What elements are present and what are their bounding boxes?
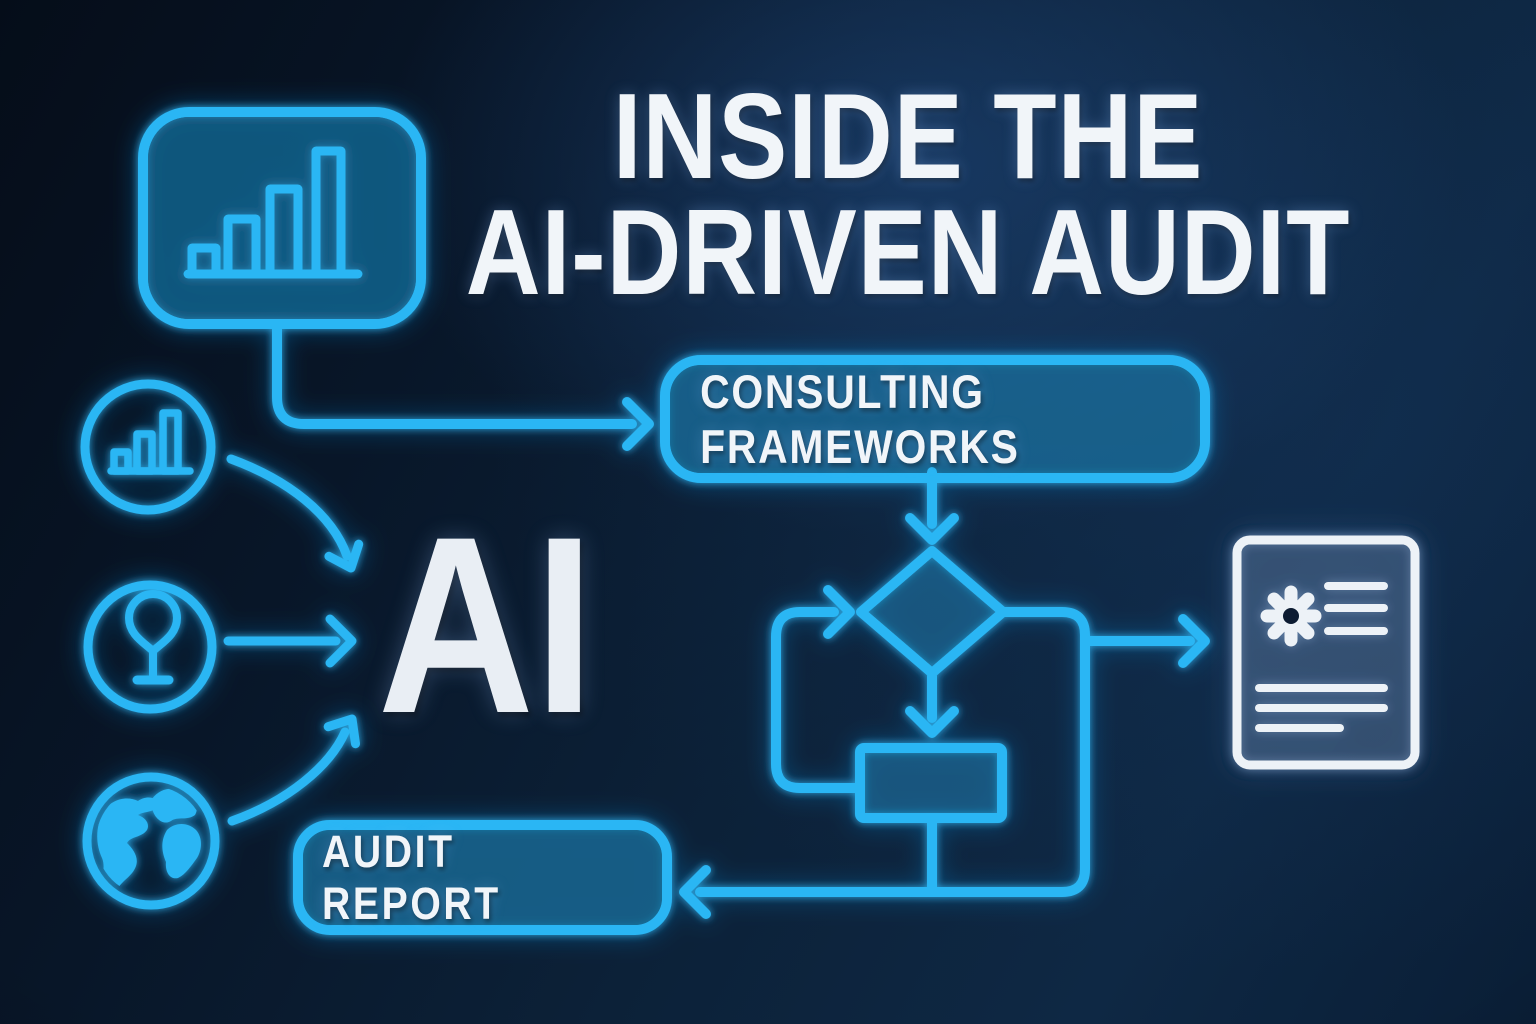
decision-diamond — [856, 546, 1008, 678]
bar-chart-circle-icon — [80, 379, 216, 515]
page-title-line-2: AI-DRIVEN AUDIT — [465, 184, 1351, 320]
feedback-loop — [771, 607, 861, 793]
panel-to-frameworks-connector — [272, 320, 637, 429]
gear-icon — [1260, 585, 1322, 647]
audit-report-label: AUDIT REPORT — [321, 825, 501, 929]
ai-label: AI — [377, 485, 595, 766]
globe-circle-icon — [82, 772, 220, 910]
map-pin-circle-icon — [83, 580, 217, 714]
consulting-frameworks-label: CONSULTING FRAMEWORKS — [700, 365, 1020, 473]
document-gear-icon — [1232, 535, 1420, 770]
page-title: INSIDE THE AI-DRIVEN AUDIT — [374, 68, 1442, 320]
process-box — [855, 743, 1007, 823]
page-title-line-1: INSIDE THE — [612, 68, 1204, 204]
